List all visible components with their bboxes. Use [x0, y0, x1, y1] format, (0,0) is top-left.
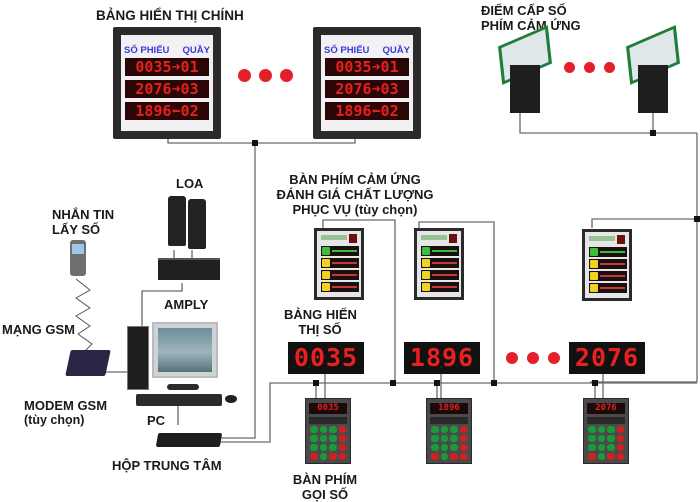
speaker-icon	[188, 199, 206, 249]
label-feedback-line1: BÀN PHÍM CẢM ỨNG	[289, 172, 421, 187]
header-counter: QUẦY	[382, 45, 410, 56]
wire-feedback-2	[418, 221, 495, 382]
label-kiosk-line2: PHÍM CẢM ỨNG	[481, 18, 581, 33]
feedback-keypad-icon	[414, 228, 464, 300]
keypad-screen: 1896	[430, 403, 468, 414]
label-call-keypad: BÀN PHÍM GỌI SỐ	[289, 472, 361, 502]
ellipsis-dot	[548, 352, 560, 364]
label-modem-line1: MODEM GSM	[24, 398, 108, 413]
monitor-icon	[152, 322, 218, 378]
label-kiosk-line1: ĐIỂM CẤP SỐ	[481, 3, 567, 18]
ellipsis-dot	[564, 62, 575, 73]
counter-display: 1896	[404, 342, 480, 374]
call-keypad-icon: 1896	[426, 398, 472, 464]
wire-feedback-1	[322, 219, 396, 382]
keypad-screen: 2076	[587, 403, 625, 414]
junction-node	[694, 216, 700, 222]
call-keypad-icon: 0035	[305, 398, 351, 464]
counter-display: 0035	[288, 342, 364, 374]
board-row: 1896⬅02	[325, 102, 409, 120]
call-keypad-icon: 2076	[583, 398, 629, 464]
junction-node	[650, 130, 656, 136]
mobile-phone-icon	[70, 240, 86, 276]
label-pc: PC	[147, 413, 166, 428]
label-feedback-keypad: BÀN PHÍM CẢM ỨNG ĐÁNH GIÁ CHẤT LƯỢNG PHỤ…	[265, 172, 445, 217]
main-display-board: SỐ PHIẾU QUẦY 0035➜01 2076➜03 1896⬅02	[113, 27, 221, 139]
label-feedback-line2: ĐÁNH GIÁ CHẤT LƯỢNG	[276, 187, 434, 202]
feedback-keypad-icon	[582, 229, 632, 301]
wire-kiosks	[519, 108, 697, 134]
junction-node	[390, 380, 396, 386]
header-counter: QUẦY	[182, 45, 210, 56]
board-row: 1896⬅02	[125, 102, 209, 120]
wire-amp-to-pc	[141, 283, 183, 328]
ellipsis-dot	[527, 352, 539, 364]
ellipsis-dot	[604, 62, 615, 73]
label-counter-display: BẢNG HIỂN THỊ SỐ	[284, 307, 357, 337]
wire-main-to-hub	[211, 143, 256, 439]
label-speaker: LOA	[176, 176, 204, 191]
label-modem: MODEM GSM (tùy chọn)	[24, 398, 107, 428]
amplifier-icon	[158, 258, 220, 280]
label-call-keypad-line2: GỌI SỐ	[301, 487, 349, 502]
junction-node	[434, 380, 440, 386]
label-feedback-line3: PHỤC VỤ (tùy chọn)	[292, 202, 418, 217]
speaker-icon	[168, 196, 186, 246]
label-central-box: HỘP TRUNG TÂM	[112, 458, 222, 473]
counter-display: 2076	[569, 342, 645, 374]
header-ticket-number: SỐ PHIẾU	[324, 45, 370, 56]
label-counter-display-line1: BẢNG HIỂN	[284, 307, 357, 322]
junction-node	[313, 380, 319, 386]
label-amply: AMPLY	[164, 297, 209, 312]
central-box-icon	[155, 433, 223, 447]
label-sms-line1: NHẮN TIN	[52, 207, 115, 222]
feedback-keypad-icon	[314, 228, 364, 300]
ticket-kiosk-icon	[498, 25, 552, 113]
keyboard-icon	[136, 394, 222, 406]
junction-node	[491, 380, 497, 386]
mouse-icon	[225, 395, 237, 403]
label-counter-display-line2: THỊ SỐ	[298, 322, 342, 337]
board-row: 0035➜01	[325, 58, 409, 76]
label-modem-line2: (tùy chọn)	[24, 413, 85, 427]
ellipsis-dot	[238, 69, 251, 82]
board-row: 2076➜03	[125, 80, 209, 98]
gsm-modem-icon	[65, 350, 111, 376]
label-call-keypad-line1: BÀN PHÍM	[292, 472, 358, 487]
label-sms-line2: LẤY SỐ	[52, 222, 101, 237]
wire-bottom-bus	[211, 382, 697, 443]
pc-tower-icon	[127, 326, 149, 390]
junction-node	[592, 380, 598, 386]
board-row: 0035➜01	[125, 58, 209, 76]
label-main-display: BẢNG HIỂN THỊ CHÍNH	[96, 8, 244, 23]
ticket-kiosk-icon	[626, 25, 680, 113]
ellipsis-dot	[259, 69, 272, 82]
label-gsm-network: MẠNG GSM	[2, 322, 75, 337]
ellipsis-dot	[584, 62, 595, 73]
label-kiosk: ĐIỂM CẤP SỐ PHÍM CẢM ỨNG	[481, 3, 581, 33]
wire-feedback-3	[591, 218, 697, 228]
ellipsis-dot	[280, 69, 293, 82]
board-row: 2076➜03	[325, 80, 409, 98]
junction-node	[252, 140, 258, 146]
gsm-signal-zigzag	[75, 278, 93, 351]
main-display-board: SỐ PHIẾU QUẦY 0035➜01 2076➜03 1896⬅02	[313, 27, 421, 139]
label-sms: NHẮN TIN LẤY SỐ	[52, 207, 114, 237]
keypad-screen: 0035	[309, 403, 347, 414]
ellipsis-dot	[506, 352, 518, 364]
header-ticket-number: SỐ PHIẾU	[124, 45, 170, 56]
monitor-stand	[167, 384, 199, 390]
